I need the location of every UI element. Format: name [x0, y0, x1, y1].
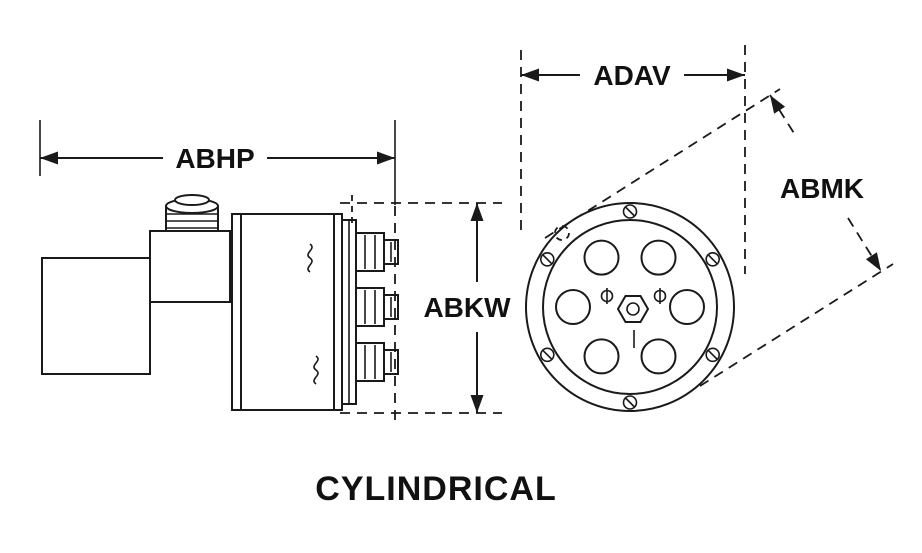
side-view-drawing [41, 194, 399, 420]
abhp-arrow-right [377, 151, 395, 165]
adav-arrow-left [521, 68, 539, 82]
rim-screws [539, 204, 721, 410]
abmk-arrow-upper [770, 95, 786, 114]
abmk-tangent-line-upper [544, 88, 781, 239]
abhp-arrow-left [40, 151, 58, 165]
dimension-adav: ADAV [520, 45, 746, 274]
front-view-drawing [525, 202, 735, 412]
adav-arrow-right [727, 68, 745, 82]
abkw-arrow-top [470, 203, 484, 221]
dimension-label-abkw: ABKW [423, 292, 511, 323]
contact-holes [555, 239, 705, 375]
abkw-arrow-bottom [470, 395, 484, 413]
contact-middle [355, 287, 399, 327]
mounting-bracket [149, 230, 231, 303]
threaded-stub [165, 194, 219, 231]
guide-pins [600, 288, 667, 304]
break-mark-upper [307, 243, 313, 273]
contact-top [355, 232, 399, 272]
dimension-abhp: ABHP [39, 120, 396, 205]
dimension-abkw: ABKW [340, 202, 511, 414]
rear-cylinder [41, 257, 151, 375]
dashed-rim-screw [554, 225, 570, 241]
dimension-abmk: ABMK [544, 88, 894, 387]
center-hex-nut [616, 295, 650, 348]
diagram-title: CYLINDRICAL [315, 470, 556, 508]
main-body [231, 213, 343, 411]
abmk-arrow-lower [865, 252, 881, 271]
break-mark-lower [313, 355, 319, 385]
inner-shell-circle [542, 219, 718, 395]
abmk-tangent-line-lower [699, 263, 894, 387]
dimension-label-adav: ADAV [593, 60, 671, 91]
dimension-label-abhp: ABHP [175, 143, 254, 174]
contact-bottom [355, 342, 399, 382]
dimension-label-abmk: ABMK [780, 173, 864, 204]
